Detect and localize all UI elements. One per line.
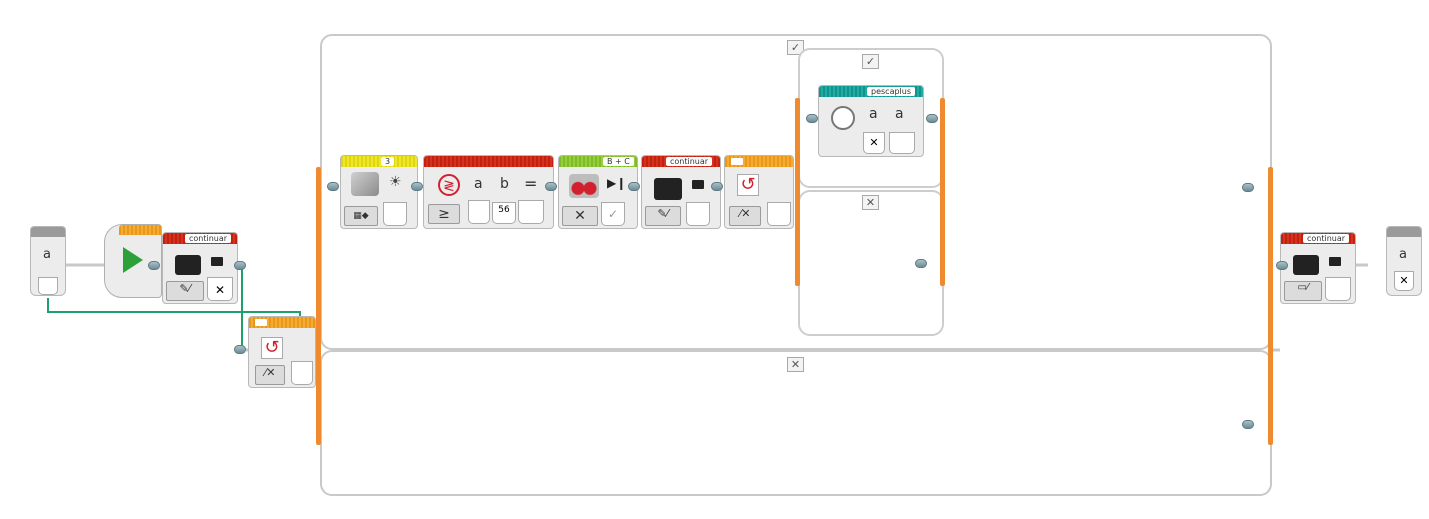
inner-switch-left-bracket — [795, 98, 800, 286]
mode-selector[interactable]: ⁄✕ — [255, 365, 285, 385]
briefcase-label: continuar — [666, 157, 713, 166]
mode-selector[interactable]: ⁄✕ — [729, 206, 761, 226]
outer-switch-right-bracket — [1268, 167, 1273, 445]
briefcase-label: continuar — [185, 234, 232, 243]
loop-icon: ↺ — [737, 174, 759, 196]
plug-inner-true-end[interactable] — [926, 114, 938, 123]
sensor-port-label: 3 — [381, 157, 395, 166]
mode-selector[interactable]: ▭⁄ — [1284, 281, 1322, 301]
briefcase-icon — [175, 255, 201, 275]
mode-selector[interactable]: ✕ — [562, 206, 598, 226]
loop-condition-param[interactable] — [767, 202, 791, 226]
compare-mode-selector[interactable]: ≥ — [428, 204, 460, 224]
compare-input-a[interactable] — [468, 200, 490, 224]
loop-interrupt-block-inner[interactable]: ↺ ⁄✕ — [724, 155, 794, 229]
color-sensor-block[interactable]: 3 ☀ ▦◆ — [340, 155, 418, 229]
timer-block[interactable]: pescaplus a a ✕ — [818, 85, 924, 157]
variable-read-block[interactable]: a — [30, 226, 66, 296]
briefcase-label: continuar — [1303, 234, 1350, 243]
plug-inner-false-end[interactable] — [915, 259, 927, 268]
loop-interrupt-block-outer[interactable]: ↺ ⁄✕ — [248, 316, 316, 388]
briefcase-block-left[interactable]: continuar ✎⁄ ✕ — [162, 232, 238, 304]
loop-icon: ↺ — [261, 337, 283, 359]
briefcase-block-inner[interactable]: continuar ✎⁄ — [641, 155, 721, 229]
briefcase-block-right[interactable]: continuar ▭⁄ — [1280, 232, 1356, 304]
inner-true-tab[interactable]: ✓ — [862, 54, 879, 69]
compare-threshold-field[interactable]: 56 — [492, 202, 516, 224]
briefcase-icon — [654, 178, 682, 200]
briefcase-param[interactable] — [686, 202, 710, 226]
mode-selector[interactable]: ▦◆ — [344, 206, 378, 226]
plug-loop-in[interactable] — [234, 345, 246, 354]
briefcase-small-icon — [1329, 257, 1341, 266]
plug-briefcase-inner-in[interactable] — [628, 182, 640, 191]
outer-false-tab[interactable]: ✕ — [787, 357, 804, 372]
plug-left-in[interactable] — [148, 261, 160, 270]
compare-block[interactable]: ≷ a b = ≥ 56 — [423, 155, 554, 229]
mode-selector[interactable]: ✎⁄ — [166, 281, 204, 301]
compare-icon: ≷ — [438, 174, 460, 196]
variable-input-plug[interactable]: ✕ — [1394, 271, 1414, 291]
stopwatch-icon — [831, 106, 855, 130]
outer-switch-false-case[interactable] — [320, 350, 1272, 496]
variable-output-plug[interactable] — [38, 277, 58, 295]
plug-loop-inner-in[interactable] — [711, 182, 723, 191]
steering-wheel-icon — [569, 174, 599, 198]
sensor-output[interactable] — [383, 202, 407, 226]
briefcase-small-icon — [211, 257, 223, 266]
briefcase-small-icon — [692, 180, 704, 189]
inner-false-tab[interactable]: ✕ — [862, 195, 879, 210]
variable-name-label: a — [43, 247, 51, 262]
timer-label: pescaplus — [867, 87, 916, 96]
steering-ports-label: B + C — [603, 157, 634, 166]
variable-write-block[interactable]: a ✕ — [1386, 226, 1422, 296]
plug-outer-true-end[interactable] — [1242, 183, 1254, 192]
plug-steering-in[interactable] — [545, 182, 557, 191]
mode-selector[interactable]: ✎⁄ — [645, 206, 681, 226]
plug-left-out[interactable] — [234, 261, 246, 270]
timer-input[interactable]: ✕ — [863, 132, 885, 154]
timer-output[interactable] — [889, 132, 915, 154]
briefcase-param[interactable]: ✕ — [207, 277, 233, 301]
steering-param[interactable]: ✓ — [601, 202, 625, 226]
briefcase-param[interactable] — [1325, 277, 1351, 301]
play-icon[interactable] — [123, 247, 143, 273]
plug-inner-true-start[interactable] — [806, 114, 818, 123]
plug-sensor-in[interactable] — [327, 182, 339, 191]
briefcase-icon — [1293, 255, 1319, 275]
plug-compare-in[interactable] — [411, 182, 423, 191]
light-icon: ☀ — [389, 174, 402, 190]
loop-condition-param[interactable] — [291, 361, 313, 385]
compare-output[interactable] — [518, 200, 544, 224]
move-steering-block[interactable]: B + C ▶❙ ✕ ✓ — [558, 155, 638, 229]
plug-right-in[interactable] — [1276, 261, 1288, 270]
color-sensor-icon — [351, 172, 379, 196]
variable-name-label: a — [1399, 247, 1407, 262]
plug-outer-false-end[interactable] — [1242, 420, 1254, 429]
inner-switch-right-bracket — [940, 98, 945, 286]
outer-switch-left-bracket — [316, 167, 321, 445]
outer-true-tab[interactable]: ✓ — [787, 40, 804, 55]
stop-icon: ▶❙ — [607, 176, 627, 190]
